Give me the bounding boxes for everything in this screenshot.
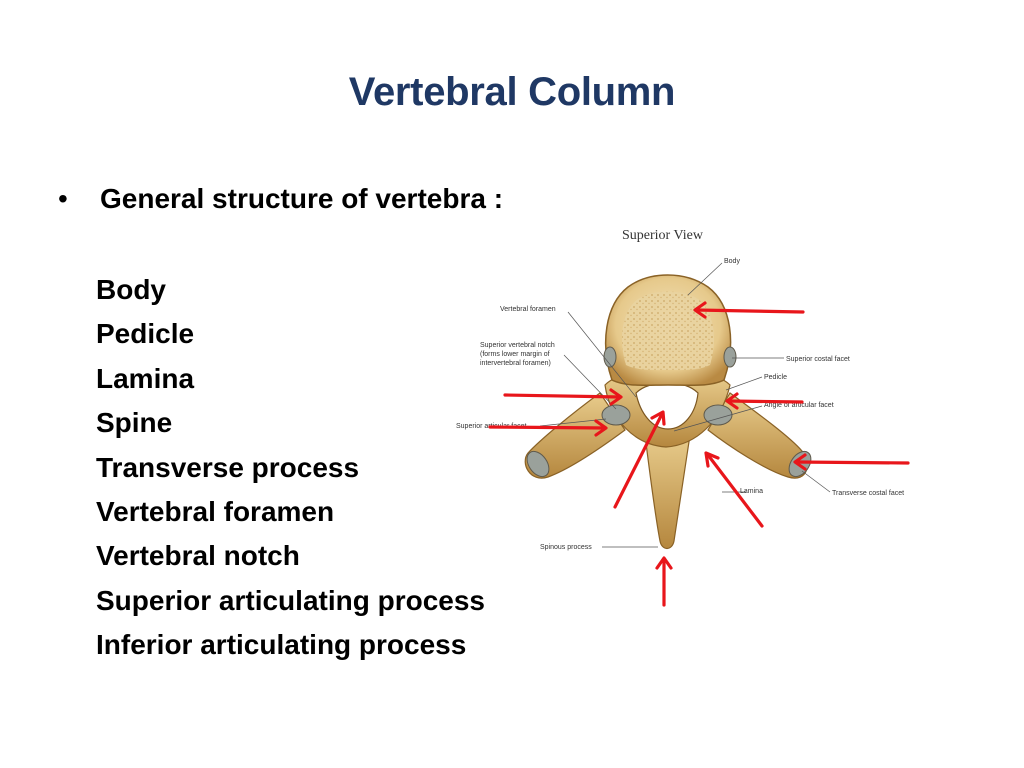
- spinous-process: [644, 434, 691, 550]
- arrow-spine: [655, 556, 673, 607]
- annotation-arrows: [488, 301, 910, 607]
- label-superior-costal-facet: Superior costal facet: [786, 356, 850, 363]
- superior-costal-facet-right: [723, 346, 737, 368]
- transverse-process-left: [524, 392, 626, 479]
- superior-articular-facet-left: [601, 404, 631, 426]
- vertebra-illustration: Superior View: [440, 215, 940, 615]
- vertebra-parts-list: Body Pedicle Lamina Spine Transverse pro…: [96, 268, 485, 668]
- arrow-lamina: [704, 451, 764, 528]
- figure-title: Superior View: [622, 228, 704, 243]
- arrow-vertebral-foramen: [613, 410, 666, 509]
- part-item-inferior-articulating-process: Inferior articulating process: [96, 629, 467, 661]
- part-item-spine: Spine: [96, 407, 173, 439]
- arrow-body: [693, 301, 805, 319]
- part-item-transverse-process: Transverse process: [96, 451, 360, 483]
- bullet-symbol: •: [58, 183, 68, 214]
- label-superior-vertebral-notch: Superior vertebral notch: [480, 342, 555, 349]
- label-lamina: Lamina: [740, 488, 763, 495]
- part-item-vertebral-notch: Vertebral notch: [96, 540, 300, 572]
- part-item-superior-articulating-process: Superior articulating process: [96, 584, 485, 616]
- label-pedicle: Pedicle: [764, 374, 787, 381]
- label-spinous-process: Spinous process: [540, 544, 592, 551]
- label-superior-vertebral-notch-line2: (forms lower margin of: [480, 351, 550, 358]
- label-angle-of-articular-facet: Angle of articular facet: [764, 402, 834, 409]
- part-item-lamina: Lamina: [96, 362, 195, 394]
- label-transverse-costal-facet: Transverse costal facet: [832, 490, 904, 497]
- superior-articular-facet-right: [703, 404, 733, 426]
- arrow-pedicle: [725, 392, 804, 410]
- transverse-costal-facet-left: [526, 450, 550, 478]
- arrow-superior-articular-facet: [488, 419, 608, 437]
- arrow-transverse-process: [793, 453, 910, 471]
- label-superior-vertebral-notch-line3: intervertebral foramen): [480, 360, 551, 367]
- leader-lines: [539, 262, 831, 548]
- bullet-item: • General structure of vertebra :: [58, 183, 503, 215]
- vertebra-svg: Superior View: [456, 228, 910, 607]
- arrow-superior-articular-process: [503, 388, 623, 406]
- part-item-vertebral-foramen: Vertebral foramen: [96, 495, 335, 527]
- vertebral-body-spongy-bone: [622, 291, 714, 371]
- bullet-text: General structure of vertebra :: [100, 183, 504, 214]
- slide-title: Vertebral Column: [348, 70, 676, 114]
- part-item-pedicle: Pedicle: [96, 318, 195, 350]
- part-item-body: Body: [96, 274, 166, 305]
- label-body: Body: [724, 258, 740, 265]
- label-vertebral-foramen: Vertebral foramen: [500, 306, 556, 313]
